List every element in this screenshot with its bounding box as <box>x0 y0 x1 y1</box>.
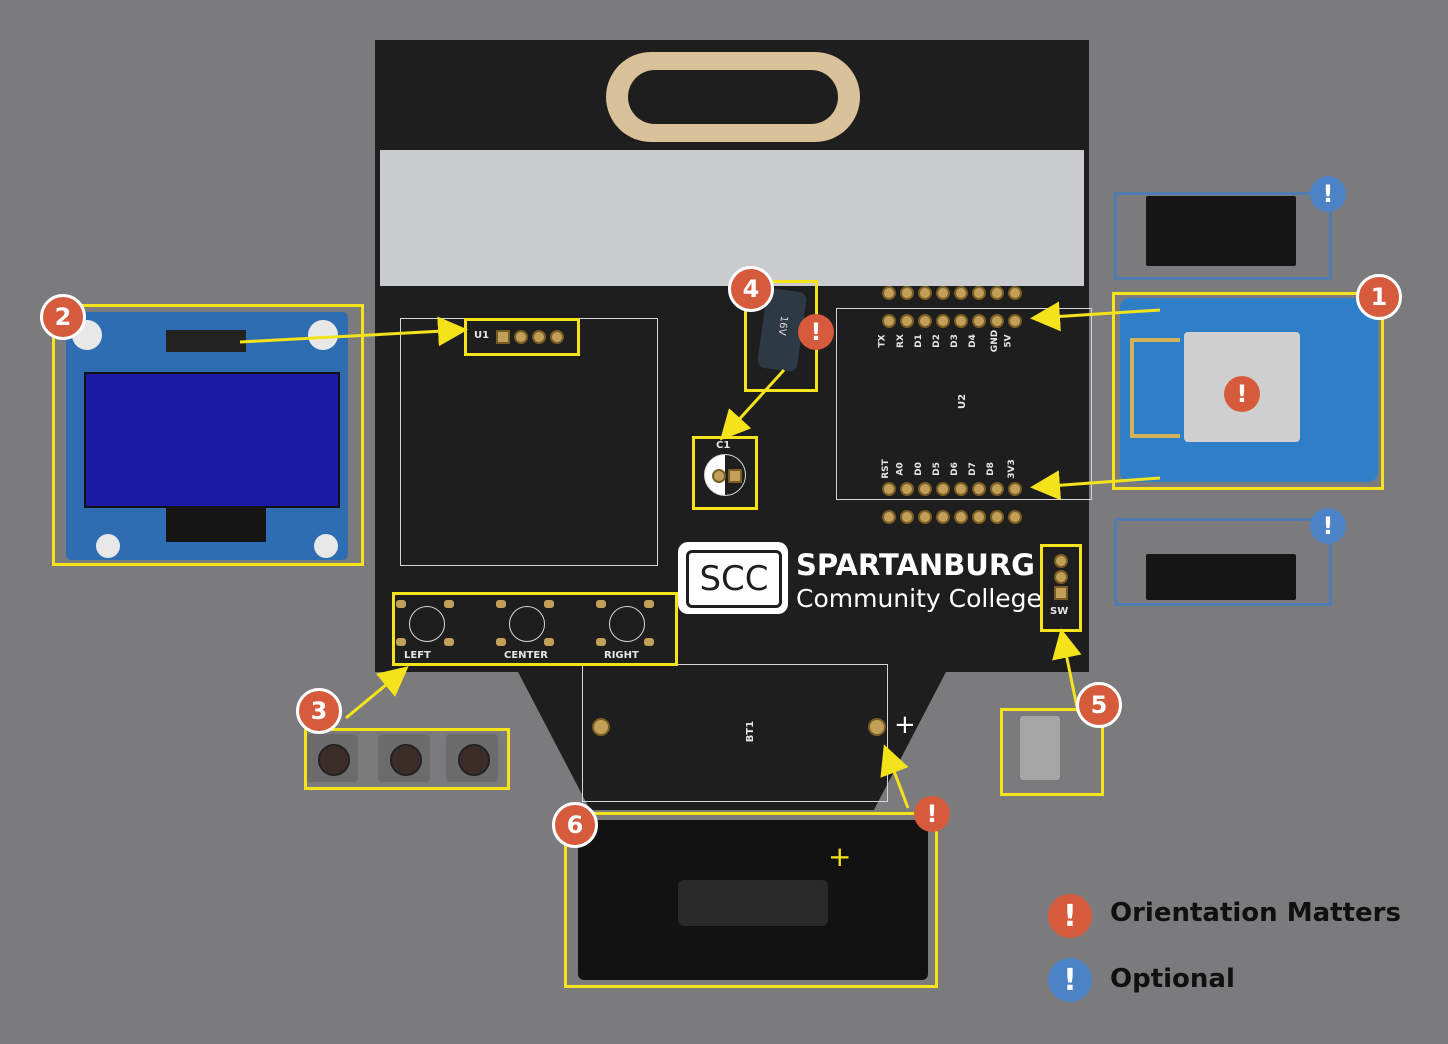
callout-badge-3: 3 <box>296 688 342 734</box>
callout-badge-2: 2 <box>40 294 86 340</box>
optional-alert-icon: ! <box>1310 508 1346 544</box>
callout-badge-6: 6 <box>552 802 598 848</box>
legend-orientation-label: Orientation Matters <box>1110 898 1401 928</box>
orientation-alert-icon: ! <box>1224 376 1260 412</box>
orientation-alert-icon: ! <box>914 796 950 832</box>
arrow-d1-top-row <box>1036 310 1160 318</box>
legend-optional-icon: ! <box>1048 958 1092 1002</box>
callout-badge-4: 4 <box>728 266 774 312</box>
arrow-capacitor-to-c1 <box>724 370 784 436</box>
arrow-oled-to-u1 <box>240 330 462 342</box>
arrow-d1-bottom-row <box>1036 478 1160 487</box>
arrow-holder-to-plus <box>886 750 908 808</box>
arrow-buttons-to-footprint <box>346 670 404 718</box>
optional-alert-icon: ! <box>1310 176 1346 212</box>
callout-badge-1: 1 <box>1356 274 1402 320</box>
legend-optional-label: Optional <box>1110 964 1235 994</box>
legend: ! Orientation Matters ! Optional <box>1048 890 1428 1010</box>
callout-badge-5: 5 <box>1076 682 1122 728</box>
legend-orientation-icon: ! <box>1048 894 1092 938</box>
orientation-alert-icon: ! <box>798 314 834 350</box>
